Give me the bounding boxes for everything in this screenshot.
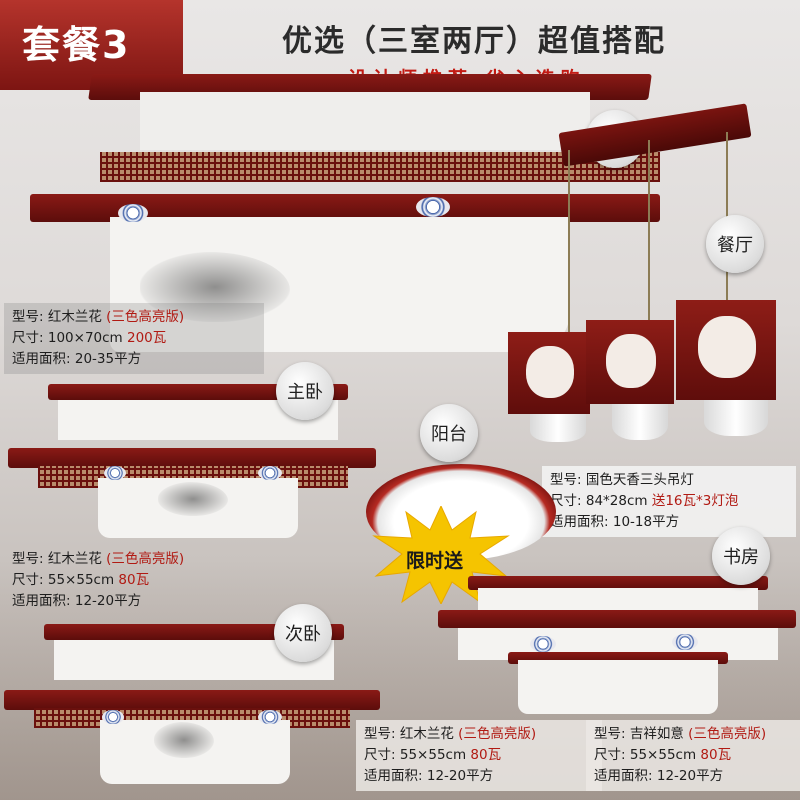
room-tag-study-label: 书房 bbox=[723, 547, 759, 568]
living-room-lamp bbox=[30, 62, 660, 362]
product-card-study: 型号: 吉祥如意 (三色高亮版) 尺寸: 55×55cm 80瓦 适用面积: 1… bbox=[586, 720, 800, 791]
area-line: 适用面积: 10-18平方 bbox=[550, 514, 680, 530]
product-card-second: 型号: 红木兰花 (三色高亮版) 尺寸: 55×55cm 80瓦 适用面积: 1… bbox=[356, 720, 602, 791]
area-line: 适用面积: 12-20平方 bbox=[594, 768, 724, 784]
product-card-living: 型号: 红木兰花 (三色高亮版) 尺寸: 100×70cm 200瓦 适用面积:… bbox=[4, 303, 264, 374]
promo-burst-icon bbox=[372, 506, 510, 604]
room-tag-second: 次卧 bbox=[274, 604, 332, 662]
master-bedroom-lamp bbox=[8, 378, 376, 548]
model-line: 型号: 国色天香三头吊灯 bbox=[550, 472, 694, 488]
package-badge-label: 套餐3 bbox=[22, 23, 131, 67]
study-lamp bbox=[438, 548, 796, 718]
model-line: 型号: 红木兰花 (三色高亮版) bbox=[12, 551, 185, 567]
room-tag-master: 主卧 bbox=[276, 362, 334, 420]
room-tag-dining-label: 餐厅 bbox=[717, 235, 753, 256]
product-card-master: 型号: 红木兰花 (三色高亮版) 尺寸: 55×55cm 80瓦 适用面积: 1… bbox=[4, 545, 264, 616]
room-tag-master-label: 主卧 bbox=[287, 382, 323, 403]
area-line: 适用面积: 20-35平方 bbox=[12, 351, 142, 367]
size-line: 尺寸: 100×70cm 200瓦 bbox=[12, 330, 167, 346]
model-line: 型号: 红木兰花 (三色高亮版) bbox=[12, 309, 185, 325]
size-line: 尺寸: 84*28cm 送16瓦*3灯泡 bbox=[550, 493, 739, 509]
promo-label: 限时送 bbox=[406, 550, 464, 572]
room-tag-balcony: 阳台 bbox=[420, 404, 478, 462]
size-line: 尺寸: 55×55cm 80瓦 bbox=[12, 572, 150, 588]
area-line: 适用面积: 12-20平方 bbox=[12, 593, 142, 609]
room-tag-study: 书房 bbox=[712, 527, 770, 585]
room-tag-second-label: 次卧 bbox=[285, 624, 321, 645]
size-line: 尺寸: 55×55cm 80瓦 bbox=[594, 747, 732, 763]
room-tag-dining: 餐厅 bbox=[706, 215, 764, 273]
model-line: 型号: 红木兰花 (三色高亮版) bbox=[364, 726, 537, 742]
room-tag-balcony-label: 阳台 bbox=[431, 424, 467, 445]
product-card-dining: 型号: 国色天香三头吊灯 尺寸: 84*28cm 送16瓦*3灯泡 适用面积: … bbox=[542, 466, 796, 537]
dining-pendant-lamp bbox=[500, 290, 790, 450]
size-line: 尺寸: 55×55cm 80瓦 bbox=[364, 747, 502, 763]
area-line: 适用面积: 12-20平方 bbox=[364, 768, 494, 784]
model-line: 型号: 吉祥如意 (三色高亮版) bbox=[594, 726, 767, 742]
page-title: 优选（三室两厅）超值搭配 bbox=[282, 24, 666, 59]
